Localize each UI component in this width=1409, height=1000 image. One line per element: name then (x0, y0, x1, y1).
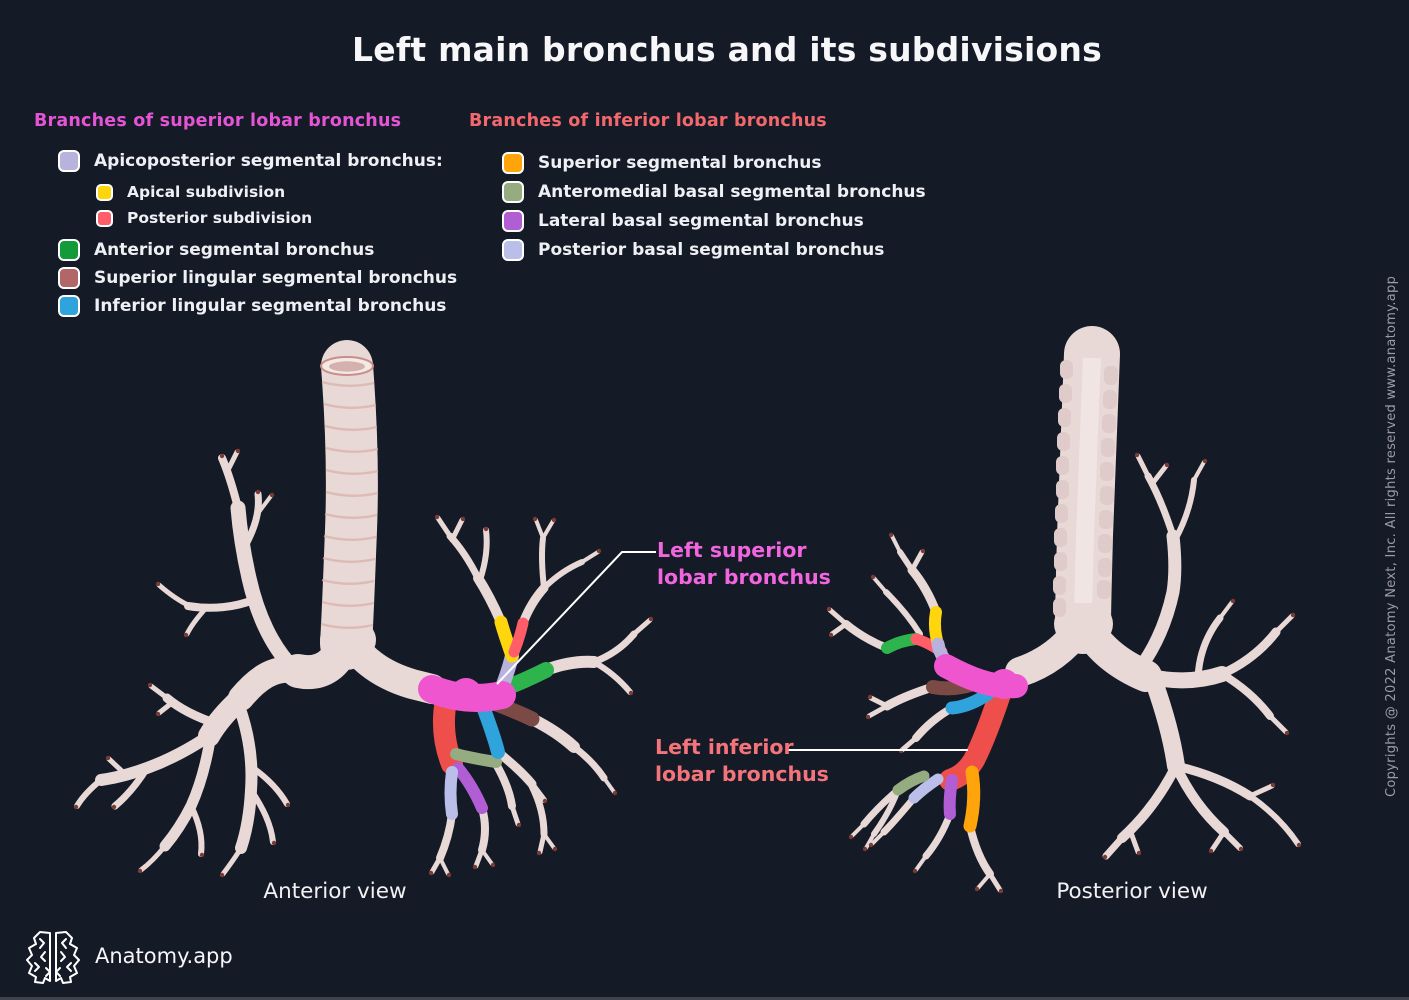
color-swatch (96, 209, 113, 227)
legend-superior-header: Branches of superior lobar bronchus (34, 111, 402, 131)
legend-item-label: Apicoposterior segmental bronchus: (94, 151, 443, 171)
segment-posterior-basal (444, 766, 458, 820)
segment-inferior-lobar (939, 683, 1011, 791)
segment-anteromedial-basal (450, 748, 502, 768)
callout-line-2: lobar bronchus (657, 564, 831, 589)
segment-posterior-basal (908, 773, 944, 804)
posterior-trachea (1053, 326, 1120, 654)
legend-item: Inferior lingular segmental bronchus (58, 295, 446, 317)
legend-item-label: Anteromedial basal segmental bronchus (538, 182, 926, 202)
legend-item-label: Apical subdivision (127, 183, 286, 201)
anterior-branch-tips (73, 448, 654, 878)
segment-superior-basal (963, 765, 981, 833)
anterior-tree (73, 340, 654, 878)
legend-item: Superior lingular segmental bronchus (58, 267, 457, 289)
color-swatch (502, 210, 524, 232)
callout-line-2: lobar bronchus (655, 761, 829, 786)
legend-item-label: Anterior segmental bronchus (94, 240, 375, 260)
cartilage-plates (1053, 360, 1118, 617)
legend-item-label: Inferior lingular segmental bronchus (94, 296, 447, 316)
anterior-view-label: Anterior view (263, 879, 407, 904)
superior-callout-line (496, 551, 656, 685)
bottom-edge-strip (0, 997, 1409, 1000)
legend-item-label: Posterior basal segmental bronchus (538, 240, 885, 260)
color-swatch (58, 295, 80, 317)
callout-line-1: Left inferior (655, 735, 794, 759)
posterior-view-label: Posterior view (1056, 879, 1208, 904)
color-swatch (502, 152, 524, 174)
color-swatch (502, 181, 524, 203)
callout-left-superior-lobar-bronchus: Left superior lobar bronchus (657, 537, 831, 590)
copyright-text: Copyrights @ 2022 Anatomy Next, Inc. All… (1384, 275, 1399, 797)
color-swatch (58, 239, 80, 261)
brand-name: Anatomy.app (95, 944, 233, 968)
legend-item-label: Posterior subdivision (127, 209, 313, 227)
segment-anteromedial-basal (892, 770, 930, 796)
color-swatch (502, 239, 524, 261)
anterior-trachea (320, 340, 379, 670)
posterior-right-branches (1070, 453, 1301, 860)
legend-item-label: Superior segmental bronchus (538, 153, 822, 173)
legend-item: Lateral basal segmental bronchus (502, 210, 864, 232)
posterior-colored-segments (881, 606, 1028, 833)
legend-item: Apicoposterior segmental bronchus: (58, 150, 443, 172)
color-swatch (58, 150, 80, 172)
callout-line-1: Left superior (657, 538, 807, 562)
segment-inferior-lingular (945, 687, 995, 715)
segment-posterior-subdivision (508, 617, 529, 658)
legend-item: Apical subdivision (96, 183, 285, 201)
legend-inferior-header: Branches of inferior lobar bronchus (469, 111, 827, 131)
anatomy-app-logo brain-icon (26, 931, 80, 984)
segment-lateral-basal (452, 762, 488, 814)
color-swatch (58, 267, 80, 289)
posterior-tree (826, 326, 1302, 894)
legend-item: Superior segmental bronchus (502, 152, 821, 174)
segment-lateral-basal (943, 774, 958, 820)
legend-item-label: Superior lingular segmental bronchus (94, 268, 458, 288)
legend-item: Posterior basal segmental bronchus (502, 239, 884, 261)
legend-item: Anterior segmental bronchus (58, 239, 374, 261)
color-swatch (96, 183, 113, 201)
anterior-right-branches (74, 449, 363, 877)
legend-item: Anteromedial basal segmental bronchus (502, 181, 926, 203)
page-title: Left main bronchus and its subdivisions (352, 30, 1102, 69)
posterior-branch-tips (826, 452, 1302, 894)
callout-left-inferior-lobar-bronchus: Left inferior lobar bronchus (655, 734, 829, 787)
legend-item-label: Lateral basal segmental bronchus (538, 211, 864, 231)
legend-item: Posterior subdivision (96, 209, 312, 227)
